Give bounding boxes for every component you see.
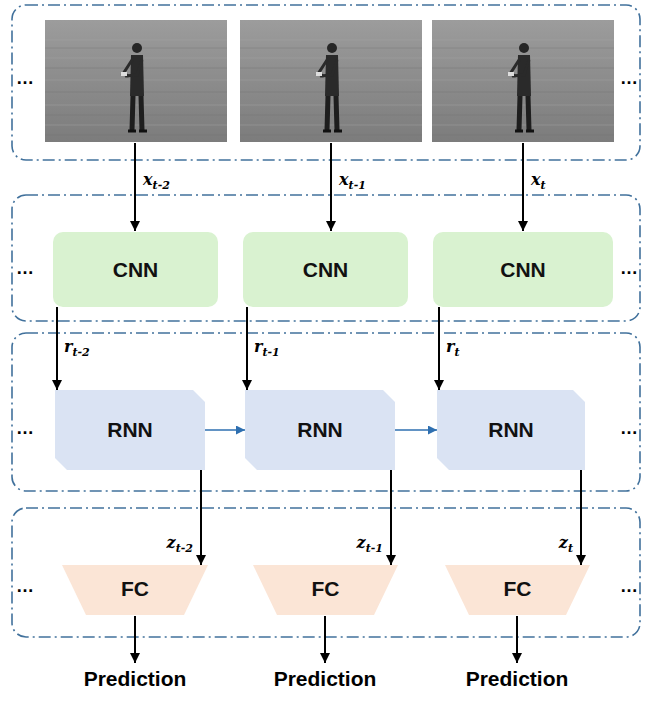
- recurrent-arrow: [395, 429, 437, 431]
- rnn-box: RNN: [55, 390, 205, 470]
- fc-layer: FC: [62, 565, 208, 615]
- box-fill: [243, 232, 408, 307]
- flow-arrow: [438, 307, 440, 390]
- flow-arrow: [390, 470, 392, 565]
- feature-symbol: rt-2: [62, 337, 92, 359]
- input-arrow: [330, 143, 332, 231]
- cnn-box: CNN: [53, 232, 218, 307]
- rnn-box: RNN: [437, 390, 585, 470]
- feature-symbol: zt: [557, 533, 575, 555]
- box-label: CNN: [303, 258, 349, 282]
- flow-arrow: [56, 307, 58, 390]
- feature-symbol: rt-1: [252, 337, 282, 359]
- box-fill: [253, 565, 398, 615]
- video-frame: [432, 20, 614, 142]
- ellipsis: …: [16, 68, 34, 89]
- box-fill: [62, 565, 208, 615]
- ellipsis: …: [16, 576, 34, 597]
- flow-arrow: [200, 470, 202, 565]
- recurrent-arrow: [205, 429, 245, 431]
- box-fill: [445, 565, 590, 615]
- cnn-box: CNN: [433, 232, 613, 307]
- box-label: RNN: [297, 418, 343, 442]
- rnn-band: [12, 333, 640, 491]
- box-label: FC: [504, 577, 532, 601]
- input-arrow: [134, 143, 136, 231]
- output-arrow: [324, 616, 326, 663]
- cnn-band: [12, 195, 640, 321]
- rnn-box: RNN: [245, 390, 395, 470]
- box-fill: [55, 390, 205, 470]
- output-label: Prediction: [466, 667, 569, 691]
- input-symbol: xt: [529, 170, 548, 192]
- ellipsis: …: [16, 418, 34, 439]
- box-label: FC: [312, 577, 340, 601]
- box-fill: [245, 390, 395, 470]
- ellipsis: …: [620, 68, 638, 89]
- ellipsis: …: [620, 258, 638, 279]
- box-fill: [53, 232, 218, 307]
- video-frame: [45, 20, 227, 142]
- ellipsis: …: [620, 576, 638, 597]
- box-label: FC: [121, 577, 149, 601]
- cnn-box: CNN: [243, 232, 408, 307]
- ellipsis: …: [16, 258, 34, 279]
- flow-arrow: [246, 307, 248, 390]
- input-symbol: xt-2: [141, 170, 172, 192]
- feature-symbol: zt-1: [355, 533, 385, 555]
- feature-symbol: zt-2: [165, 533, 195, 555]
- fc-layer: FC: [253, 565, 398, 615]
- box-label: RNN: [488, 418, 534, 442]
- output-label: Prediction: [274, 667, 377, 691]
- box-fill: [437, 390, 585, 470]
- input-symbol: xt-1: [337, 170, 368, 192]
- flow-arrow: [580, 470, 582, 565]
- box-fill: [433, 232, 613, 307]
- video-frame: [240, 20, 422, 142]
- output-arrow: [134, 616, 136, 663]
- box-label: RNN: [107, 418, 153, 442]
- ellipsis: …: [620, 418, 638, 439]
- feature-symbol: rt: [444, 337, 462, 359]
- input-arrow: [522, 143, 524, 231]
- fc-layer: FC: [445, 565, 590, 615]
- input-band: [12, 5, 640, 160]
- output-arrow: [516, 616, 518, 663]
- box-label: CNN: [113, 258, 159, 282]
- output-label: Prediction: [84, 667, 187, 691]
- box-label: CNN: [500, 258, 546, 282]
